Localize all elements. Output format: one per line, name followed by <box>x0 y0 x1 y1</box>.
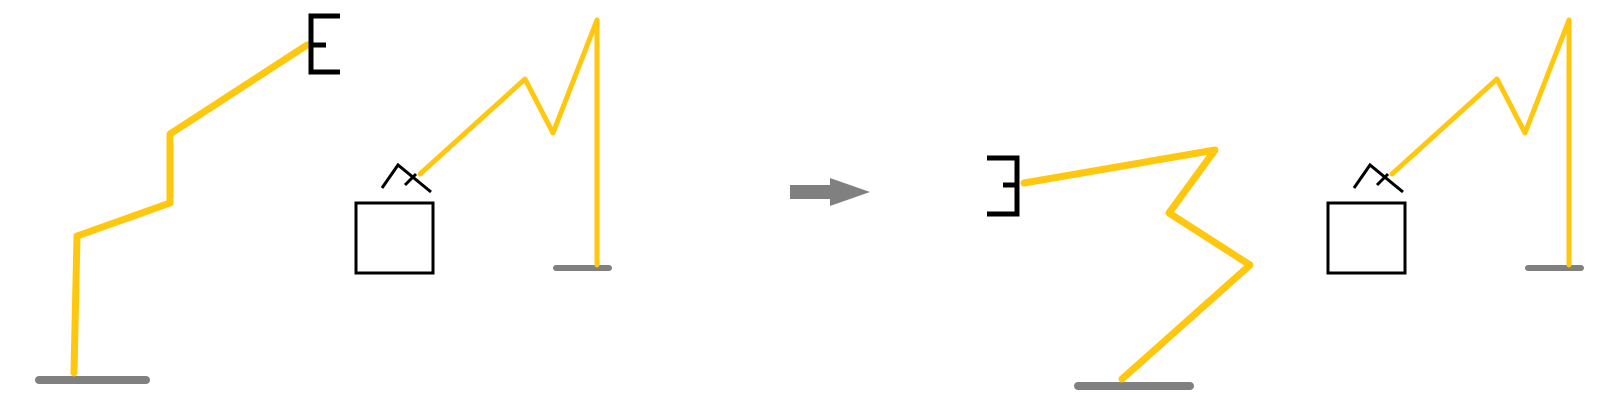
box-after <box>1326 201 1407 275</box>
right-arm-gripper-after-icon <box>1352 162 1404 194</box>
right-arm-links <box>417 17 600 268</box>
left-robot-arm-after <box>987 146 1254 390</box>
right-arm-links-after <box>1389 17 1572 268</box>
left-arm-gripper-icon <box>308 13 340 75</box>
left-robot-arm <box>35 13 340 384</box>
transition-arrow <box>790 178 870 206</box>
box <box>354 201 435 275</box>
left-arm-links-after <box>1020 146 1254 383</box>
right-robot-arm-after <box>1352 17 1584 271</box>
after-panel <box>987 17 1584 390</box>
right-arm-gripper-icon <box>380 162 432 194</box>
right-arrow-shaft <box>790 185 832 199</box>
left-arm-gripper-after-icon <box>987 155 1020 217</box>
left-arm-links <box>70 41 311 377</box>
right-robot-arm <box>380 17 612 271</box>
before-panel <box>35 13 612 384</box>
right-arrow-icon <box>830 178 870 206</box>
